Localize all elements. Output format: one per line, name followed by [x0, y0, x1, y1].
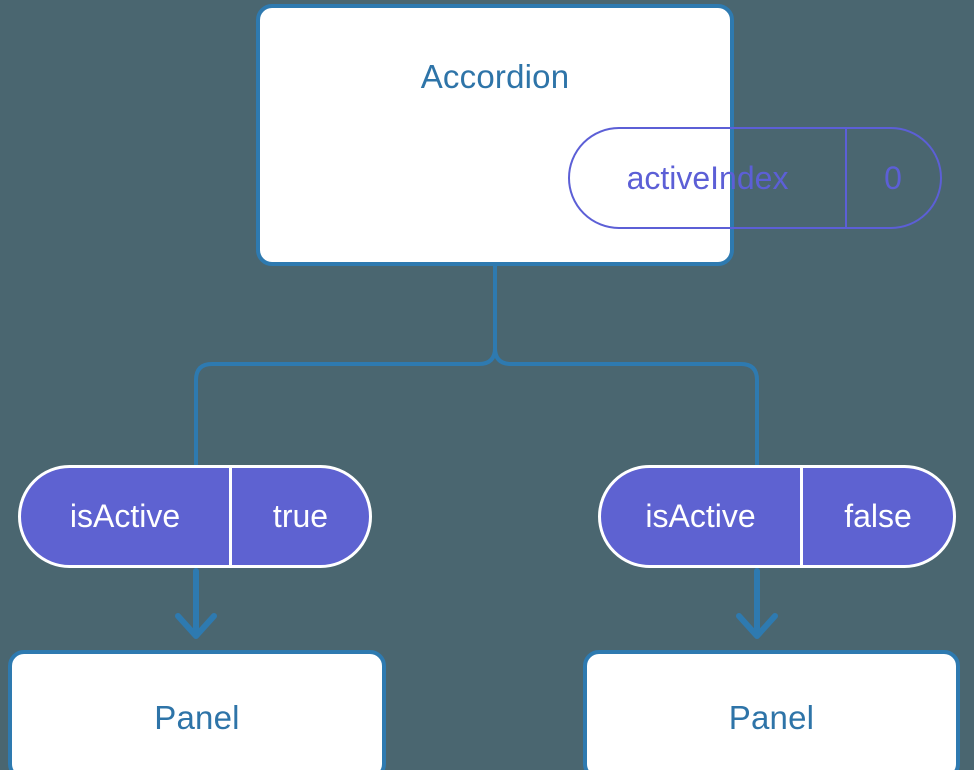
state-pill-value: 0	[884, 159, 902, 196]
arrow-down-right	[736, 568, 778, 639]
accordion-component-box[interactable]: Accordion activeIndex 0	[256, 4, 942, 266]
tree-connector-path	[194, 264, 497, 468]
state-pill-active-index[interactable]: activeIndex 0	[568, 127, 942, 229]
arrow-down-left	[175, 568, 217, 639]
tree-connector-path-right	[493, 264, 759, 468]
prop-pill-value: true	[272, 498, 329, 534]
prop-pill-key: isActive	[601, 468, 803, 565]
accordion-title: Accordion	[420, 58, 570, 95]
panel-component-box-left[interactable]: Panel	[8, 650, 386, 770]
prop-pill-key: isActive	[21, 468, 232, 565]
prop-pill-is-active-right[interactable]: isActive false	[598, 465, 956, 568]
state-pill-key: activeIndex	[570, 129, 847, 227]
prop-pill-value: false	[844, 498, 912, 534]
panel-title: Panel	[728, 699, 815, 736]
panel-title: Panel	[154, 699, 240, 736]
prop-pill-is-active-left[interactable]: isActive true	[18, 465, 372, 568]
panel-component-box-right[interactable]: Panel	[583, 650, 960, 770]
